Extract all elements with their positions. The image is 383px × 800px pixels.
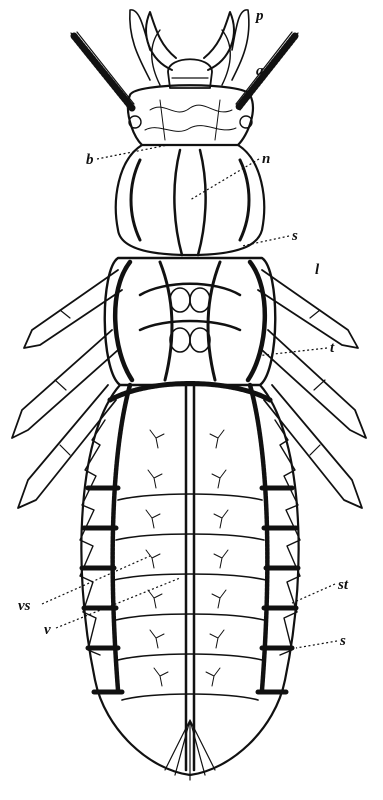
label-vs: vs (18, 598, 31, 614)
mouthparts (130, 10, 249, 88)
antennae (71, 32, 298, 110)
label-s-upper: s (291, 228, 298, 244)
label-st: st (337, 577, 349, 593)
label-b: b (86, 152, 94, 168)
leader-s-upper (242, 236, 289, 246)
label-v: v (44, 622, 51, 638)
head (128, 85, 253, 145)
label-t: t (330, 340, 335, 356)
label-s-lower: s (339, 633, 346, 649)
leader-vs (42, 556, 150, 604)
prothorax (116, 145, 264, 255)
leader-s-lower (296, 641, 337, 648)
label-a: a (256, 63, 264, 79)
thorax (105, 258, 276, 385)
label-p: p (254, 8, 264, 24)
label-l: l (315, 262, 320, 278)
leader-v (56, 578, 180, 628)
leader-b (97, 145, 168, 159)
label-n: n (262, 151, 270, 167)
abdomen (80, 384, 300, 781)
